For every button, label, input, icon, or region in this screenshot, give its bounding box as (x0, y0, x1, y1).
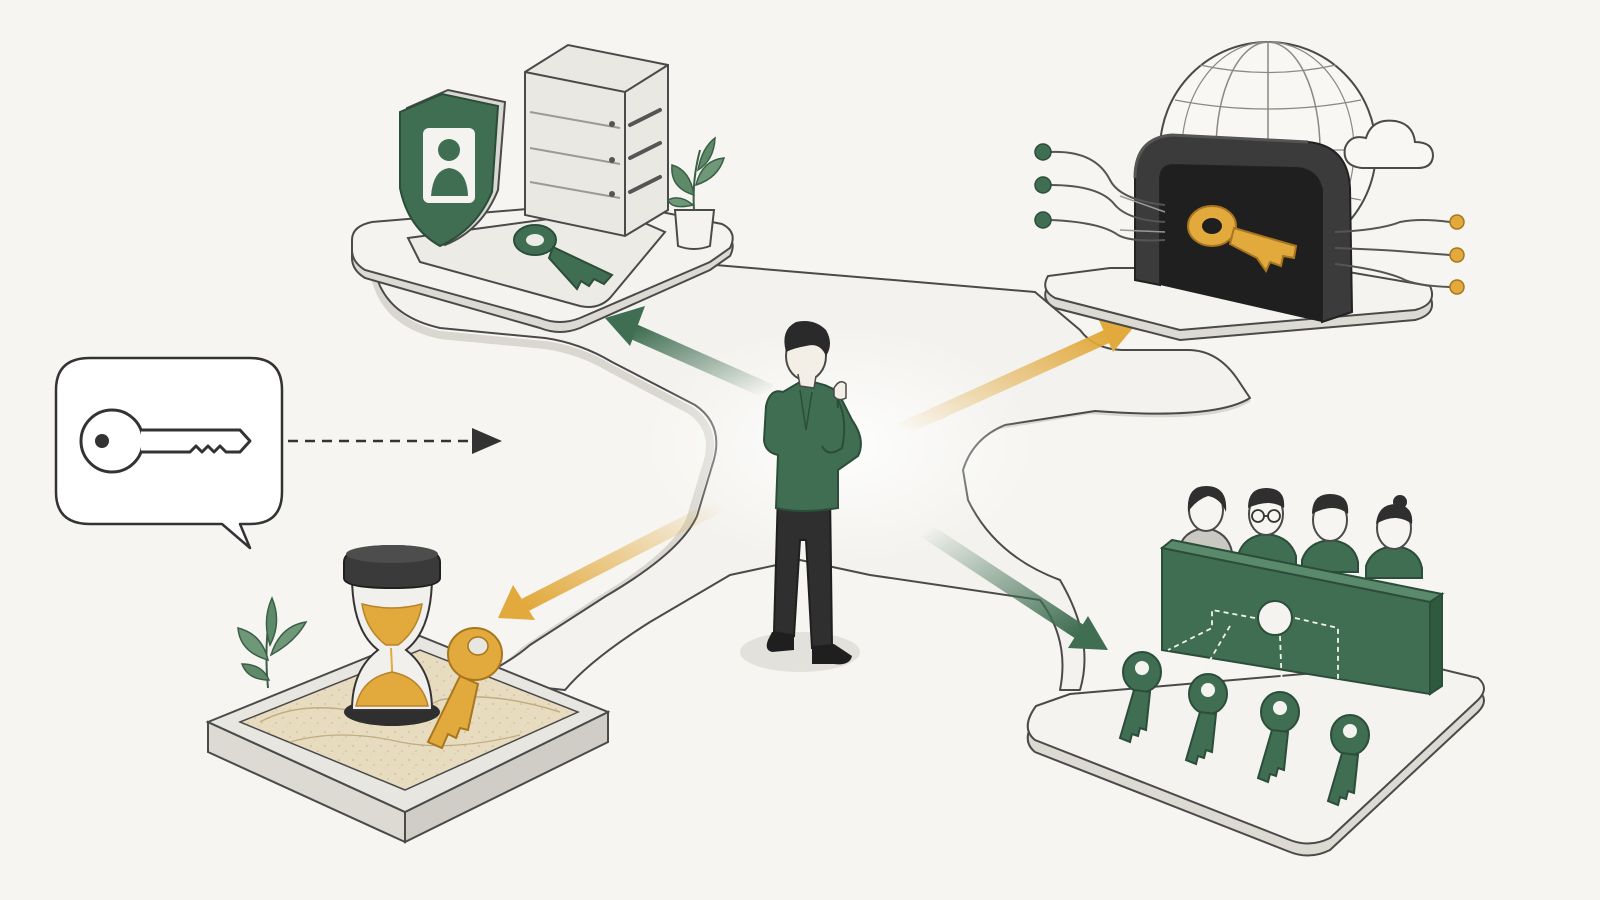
hub-icon (1167, 600, 1339, 691)
network-gateway-platform (1034, 41, 1465, 342)
key-callout (54, 356, 502, 550)
team-panel (1159, 538, 1445, 696)
team-shared-keys-platform (1026, 486, 1485, 857)
person-thinking (740, 321, 862, 672)
shield-user-icon (399, 88, 507, 248)
key-icon (1187, 205, 1298, 274)
circuit-lines-left (1034, 143, 1166, 242)
server-icon (524, 43, 669, 238)
key-icon (1326, 714, 1370, 807)
hourglass-icon (343, 544, 441, 726)
dashed-arrow (288, 428, 502, 454)
key-icon (1118, 651, 1162, 744)
arrow-to-bottom-left (498, 498, 724, 620)
circuit-lines-right (1334, 214, 1465, 295)
plant-icon (237, 596, 308, 689)
arrow-to-bottom-right (920, 523, 1108, 650)
person-avatar (1301, 494, 1359, 573)
plant-icon (667, 136, 726, 250)
key-icon (426, 627, 503, 750)
arrow-to-top-left (605, 306, 774, 400)
key-icon (1184, 673, 1228, 766)
key-icon (513, 224, 614, 291)
cloud-icon (1343, 119, 1435, 169)
key-icon (1256, 691, 1300, 784)
person-avatar (1365, 495, 1423, 579)
identity-secrets-platform (351, 43, 734, 333)
temporary-sandbox-platform (205, 544, 611, 844)
key-icon (79, 408, 252, 474)
